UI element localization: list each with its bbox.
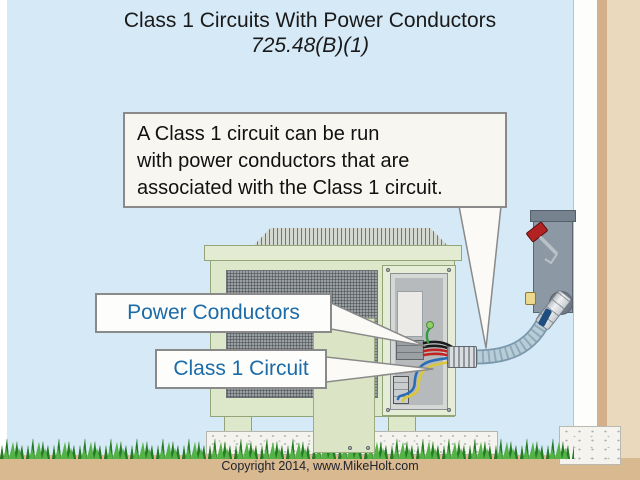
callout-line1: A Class 1 circuit can be run xyxy=(137,123,380,145)
callout-line2: with power conductors that are xyxy=(137,150,410,172)
terminal-strip xyxy=(393,376,409,404)
house-wall-trim xyxy=(597,0,607,428)
frame-screw xyxy=(447,408,451,412)
condenser-fan-grille-icon xyxy=(253,228,448,246)
house-wall-siding xyxy=(573,0,597,428)
panel-screw xyxy=(366,446,370,450)
copyright-text: Copyright 2014, www.MikeHolt.com xyxy=(221,459,419,473)
label-class1-circuit: Class 1 Circuit xyxy=(155,349,327,389)
panel-screw xyxy=(348,446,352,450)
frame-screw xyxy=(447,268,451,272)
callout-line3: associated with the Class 1 circuit. xyxy=(137,177,443,199)
grass xyxy=(0,435,574,459)
disconnect-box-cap xyxy=(530,210,576,222)
label-power-conductors: Power Conductors xyxy=(95,293,332,333)
conduit-strap xyxy=(525,292,536,305)
house-wall-face xyxy=(607,0,640,458)
conduit-connector xyxy=(447,346,477,368)
hvac-unit-top-cap xyxy=(204,245,462,261)
control-board xyxy=(397,291,423,337)
frame-screw xyxy=(386,408,390,412)
dirt-ground xyxy=(0,455,640,480)
callout-bubble: A Class 1 circuit can be run with power … xyxy=(123,112,507,208)
contactor xyxy=(396,340,424,360)
page-title: Class 1 Circuits With Power Conductors 7… xyxy=(0,8,620,58)
title-line1: Class 1 Circuits With Power Conductors xyxy=(123,9,497,32)
frame-screw xyxy=(386,268,390,272)
code-reference: 725.48(B)(1) xyxy=(251,34,369,57)
